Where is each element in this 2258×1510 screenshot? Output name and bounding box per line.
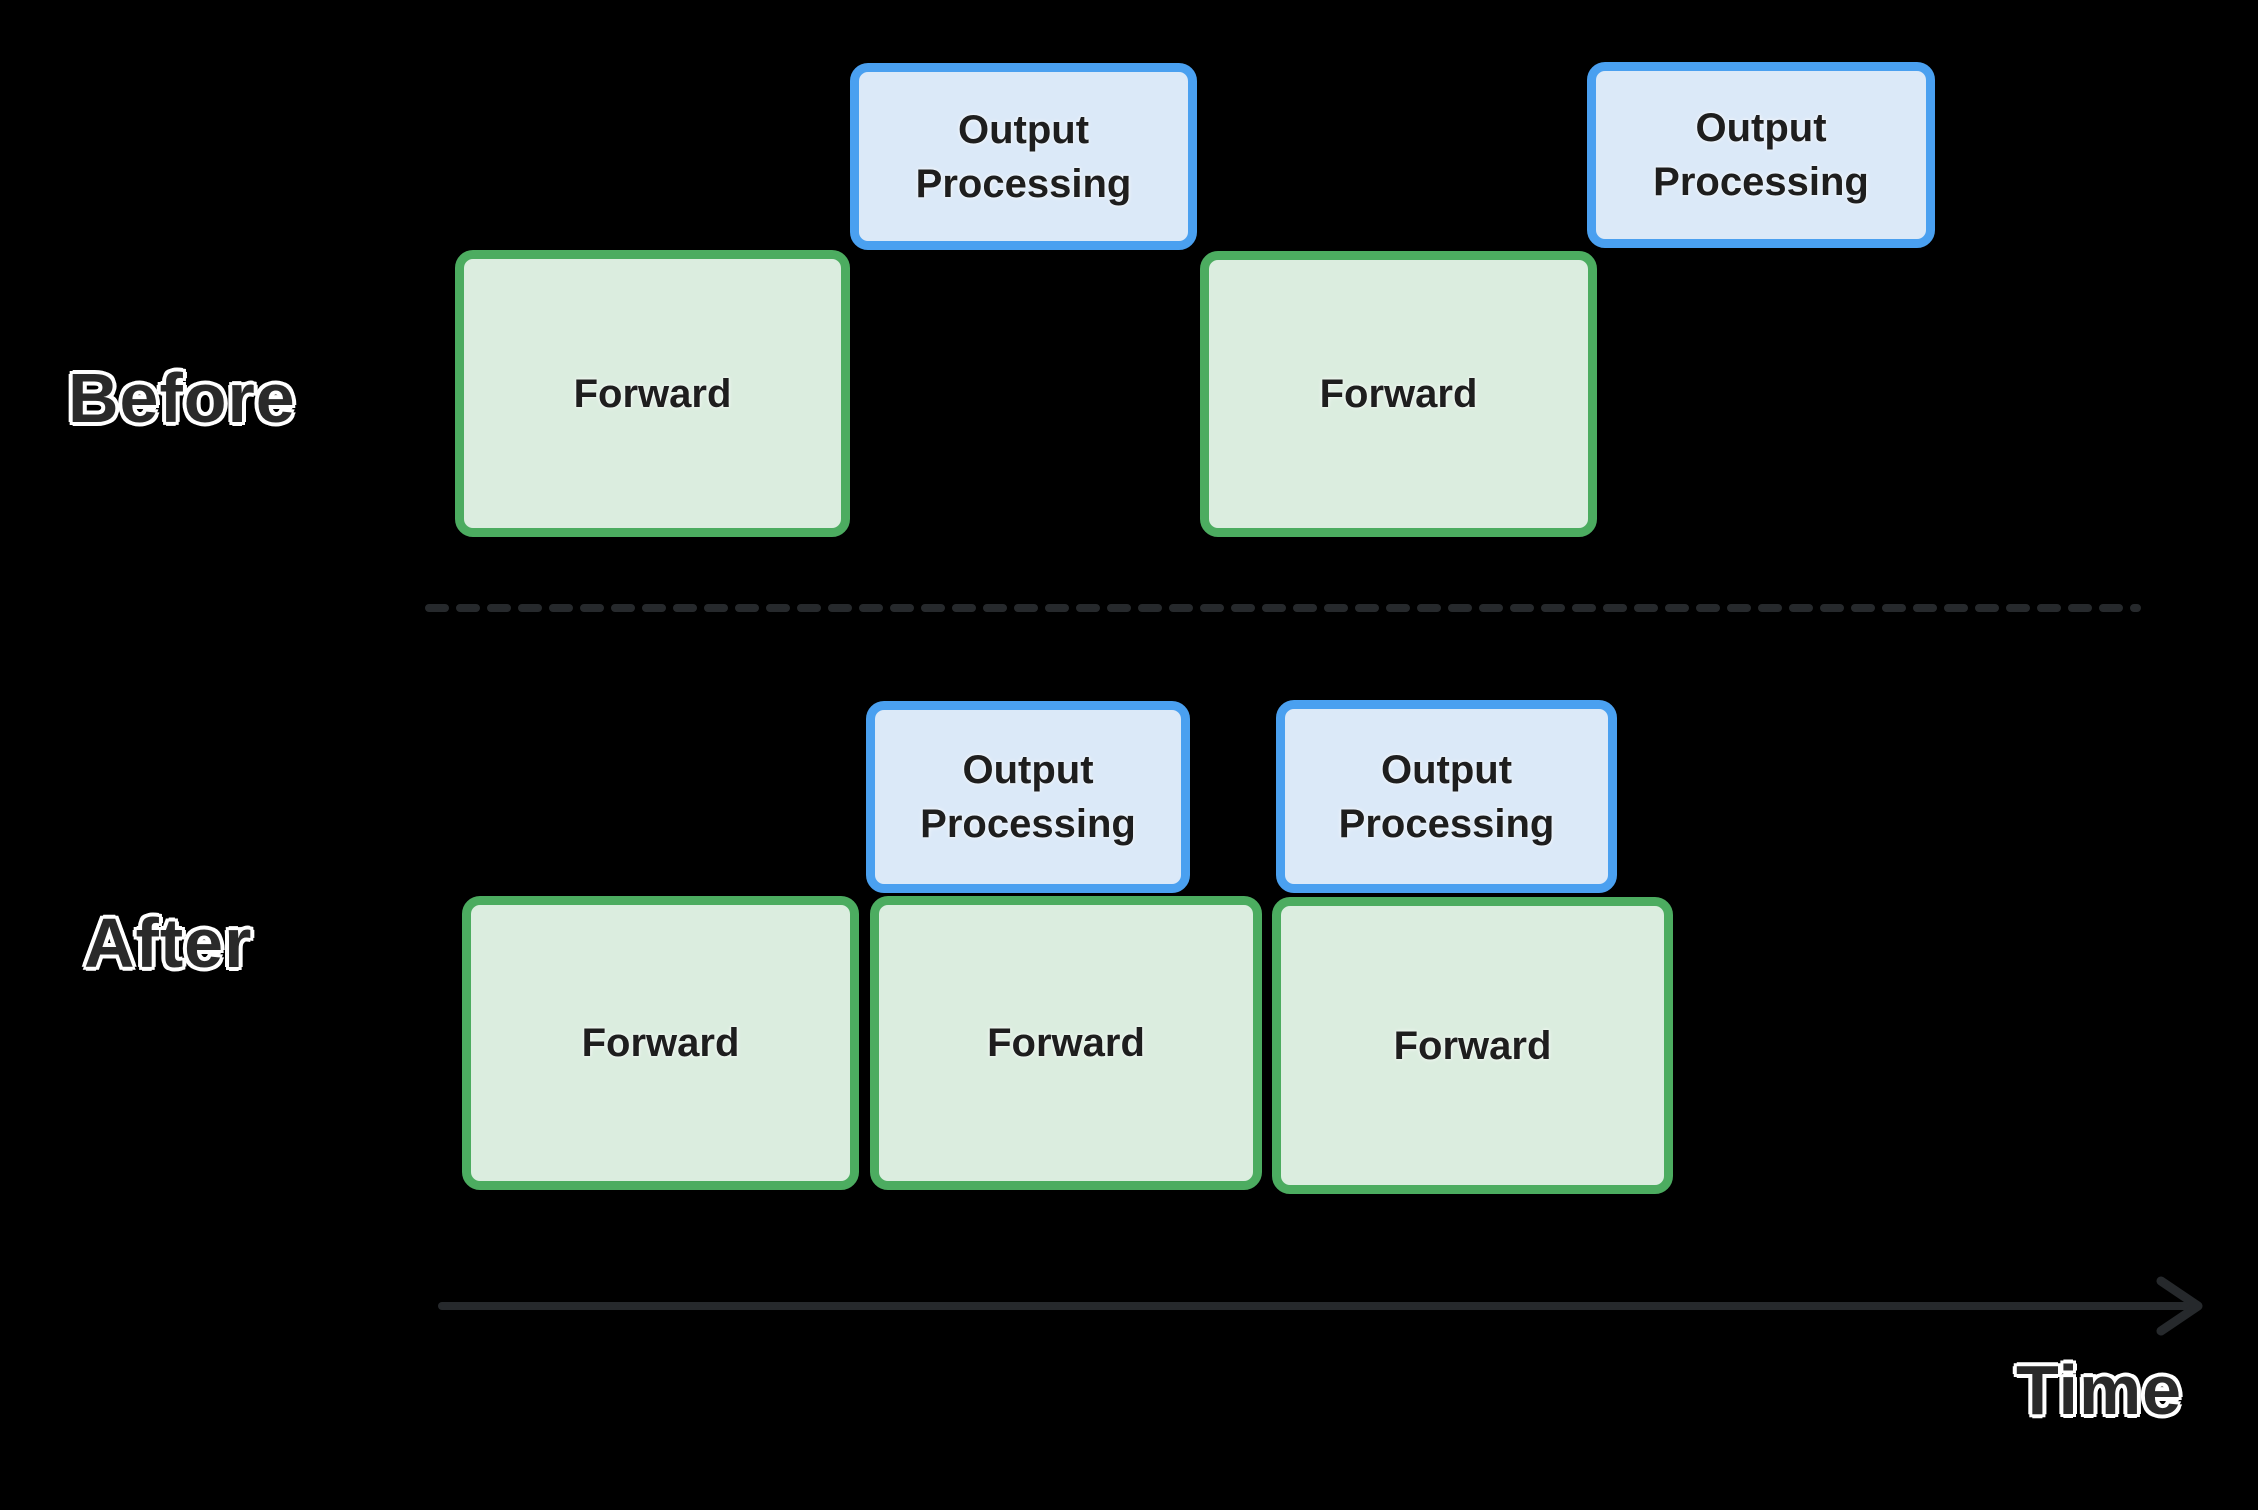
before-forward-box-2-label: Forward bbox=[1319, 372, 1478, 416]
after-output-processing-box-1-label: Output Processing bbox=[920, 748, 1136, 846]
after-output-processing-box-1: Output Processing bbox=[866, 701, 1190, 893]
after-output-processing-box-2: Output Processing bbox=[1276, 700, 1617, 893]
before-forward-box-1-label: Forward bbox=[573, 371, 732, 416]
after-forward-box-1-label: Forward bbox=[581, 1021, 740, 1065]
after-row-label: After bbox=[84, 904, 253, 982]
after-forward-box-3: Forward bbox=[1272, 897, 1673, 1194]
after-forward-box-2-label: Forward bbox=[987, 1021, 1145, 1065]
after-forward-box-2: Forward bbox=[870, 896, 1262, 1190]
before-row-label: Before bbox=[68, 359, 296, 437]
before-output-processing-box-2: Output Processing bbox=[1587, 62, 1935, 248]
before-output-processing-box-2-label: Output Processing bbox=[1653, 106, 1869, 204]
after-forward-box-3-label: Forward bbox=[1393, 1023, 1552, 1068]
before-forward-box-2: Forward bbox=[1200, 251, 1597, 537]
before-forward-box-1: Forward bbox=[455, 250, 850, 537]
after-forward-box-1: Forward bbox=[462, 896, 859, 1190]
before-output-processing-box-1: Output Processing bbox=[850, 63, 1197, 250]
after-output-processing-box-2-label: Output Processing bbox=[1338, 747, 1555, 846]
time-axis-label: Time bbox=[2016, 1351, 2183, 1429]
time-axis-arrowhead-icon bbox=[2156, 1276, 2203, 1336]
before-output-processing-box-1-label: Output Processing bbox=[915, 107, 1132, 206]
